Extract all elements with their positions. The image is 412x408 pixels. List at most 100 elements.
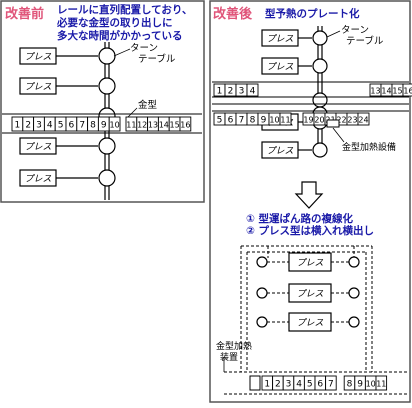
after-press-4-label: プレス: [266, 146, 293, 157]
after-lower-rail-slot-label: 10: [269, 116, 279, 125]
before-rail-slot-label: 14: [159, 121, 169, 130]
before-rail-slot-label: 10: [110, 121, 120, 130]
before-turntable-3: [98, 137, 116, 155]
before-description-line-2: 必要な金型の取り出しに: [56, 16, 173, 29]
before-rail-slot-label: 5: [58, 121, 64, 131]
before-turntable-1: [98, 47, 116, 65]
after-upper-rail-slot-label: 13: [370, 87, 380, 96]
before-press-3-label: プレス: [24, 142, 51, 153]
after-upper-rail-slot-label: 3: [239, 87, 245, 97]
after-panel-frame: [209, 0, 411, 403]
bottom-rail-slot-label: 1: [264, 380, 270, 390]
after-lower-rail-slot-label: 22: [336, 116, 346, 125]
after-upper-rail-slot: [246, 83, 259, 97]
bottom-rail-slot-label: 4: [296, 380, 302, 390]
before-turntable-2: [98, 77, 116, 95]
before-mold-leader: [127, 107, 138, 118]
after-preheat-box: [326, 119, 340, 128]
bottom-turntable-right-3: [348, 316, 360, 328]
before-press-4-label: プレス: [24, 174, 51, 185]
before-rail-slot-label: 8: [90, 121, 96, 131]
bottom-rail-slot-label: 9: [357, 380, 363, 390]
after-subtitle: 型予熱のプレート化: [265, 7, 360, 20]
after-press-2-label: プレス: [266, 62, 293, 73]
before-rail-slot: [179, 116, 192, 132]
before-rail-slot-label: 1: [15, 121, 21, 131]
before-rail-slot-label: 12: [137, 121, 147, 130]
bottom-rail-slot-label: 7: [328, 380, 334, 390]
before-turntable-label-1: ターン: [130, 43, 158, 54]
before-rail-slot-label: 13: [148, 121, 158, 130]
before-turntable-4: [98, 169, 116, 187]
bottom-rail-slot-label: 2: [275, 380, 281, 390]
bottom-press-3-label: プレス: [296, 318, 323, 329]
bottom-preheat-label-2: 装置: [220, 351, 238, 363]
bottom-rail-slot-label: 6: [317, 380, 323, 390]
after-lower-rail-slot-label: 8: [250, 116, 256, 126]
after-upper-rail-slot-label: 16: [403, 87, 412, 96]
after-upper-rail-slot-label: 15: [392, 87, 402, 96]
before-turntable-group: [98, 47, 116, 187]
after-lower-rail-slot-label: 7: [239, 116, 245, 126]
after-preheat-leader: [332, 127, 345, 143]
before-rail-slot-label: 4: [47, 121, 53, 131]
bottom-turntable-left-3: [256, 316, 268, 328]
after-upper-rail-slot-label: 4: [250, 87, 256, 97]
before-turntable-leader: [113, 48, 131, 57]
bottom-turntable-right-1: [348, 256, 360, 268]
bottom-preheat-label-1: 金型加熱: [216, 340, 252, 352]
after-turntable-1: [312, 30, 328, 46]
after-turntable-group: [312, 30, 328, 158]
after-lower-rail-slot: [357, 112, 370, 126]
before-description-line-1: レールに直列配置しており、: [57, 3, 192, 16]
before-rail-slot-label: 11: [126, 121, 136, 130]
after-lower-rail-slot-label: 19: [303, 116, 313, 125]
bottom-press-2-label: プレス: [296, 289, 323, 300]
bottom-rail-slot-label: 11: [376, 380, 386, 389]
before-press-1-label: プレス: [24, 52, 51, 63]
after-lower-rail-slot-label: 20: [314, 116, 324, 125]
after-lower-rail-slot-label: 23: [347, 116, 357, 125]
after-preheat-label: 金型加熱設備: [342, 141, 396, 153]
dual-route-dashed-lines: [240, 245, 373, 372]
before-rail-slot: [108, 116, 121, 132]
after-lower-rail-slot: [279, 112, 292, 126]
before-rail-slot-label: 3: [36, 121, 42, 131]
after-lower-rail-slot-label: 9: [261, 116, 267, 126]
after-turntable-label-1: ターン: [341, 25, 369, 36]
transition-arrow-icon: [294, 181, 324, 209]
bottom-rail-slot-label: 5: [307, 380, 313, 390]
bottom-rail-slot-label: 8: [347, 380, 353, 390]
after-lower-rail-slot-label: 6: [228, 116, 234, 126]
after-point-2: ② プレス型は横入れ横出し: [246, 224, 374, 237]
bottom-turntable-left-1: [256, 256, 268, 268]
before-title: 改善前: [5, 6, 44, 22]
bottom-rail-slot: [375, 375, 388, 391]
after-upper-rail-slots: 1234131415161718: [213, 83, 412, 97]
before-rail-slot-label: 16: [180, 121, 190, 130]
bottom-preheat-box: [249, 375, 261, 391]
after-turntable-rail-1: [312, 92, 328, 108]
before-mold-label: 金型: [138, 99, 158, 111]
before-rail-slot-label: 9: [101, 121, 107, 131]
before-rail-slot-label: 7: [79, 121, 85, 131]
before-press-2-label: プレス: [24, 82, 51, 93]
after-lower-rail-slot-label: 11: [280, 116, 290, 125]
before-rail-slot-label: 6: [69, 121, 75, 131]
bottom-rail-slot: [325, 375, 337, 391]
after-upper-rail-slot-label: 14: [381, 87, 391, 96]
after-turntable-leader: [326, 30, 341, 38]
after-upper-rail-slot-label: 2: [228, 87, 234, 97]
before-rail-slot-label: 2: [25, 121, 31, 131]
before-rail-slot-label: 15: [170, 121, 180, 130]
bottom-turntable-right-2: [348, 287, 360, 299]
after-turntable-4: [312, 142, 328, 158]
before-turntable-label-2: テーブル: [138, 53, 176, 65]
bottom-press-1-label: プレス: [296, 258, 323, 269]
